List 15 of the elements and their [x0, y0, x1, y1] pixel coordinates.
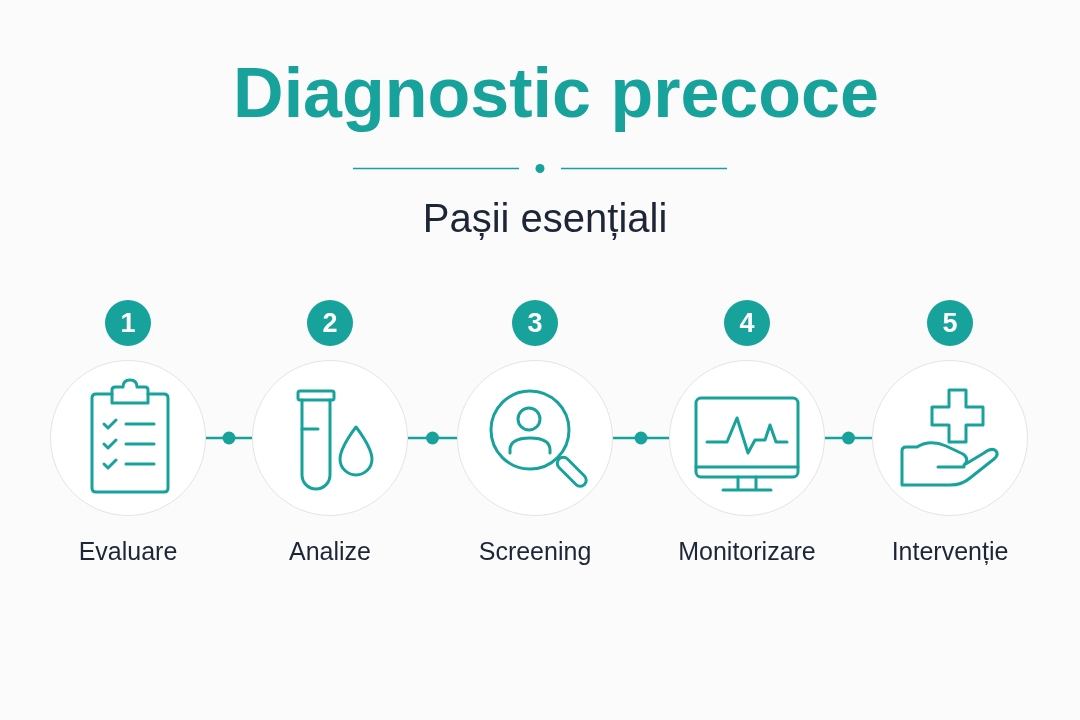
step-label: Evaluare — [78, 539, 178, 564]
connector-line — [206, 436, 252, 440]
step-label: Screening — [478, 539, 592, 564]
connector-line — [408, 436, 457, 440]
step-number-badge: 4 — [724, 300, 770, 346]
subtitle: Pașii esențiali — [422, 198, 668, 238]
step-label: Monitorizare — [678, 539, 816, 564]
step-label: Intervenție — [891, 539, 1009, 564]
step-label: Analize — [289, 539, 371, 564]
connector-line — [613, 436, 669, 440]
step-number-badge: 5 — [927, 300, 973, 346]
step-number-badge: 1 — [105, 300, 151, 346]
connector-line — [825, 436, 872, 440]
step-number-badge: 3 — [512, 300, 558, 346]
step-number-badge: 2 — [307, 300, 353, 346]
